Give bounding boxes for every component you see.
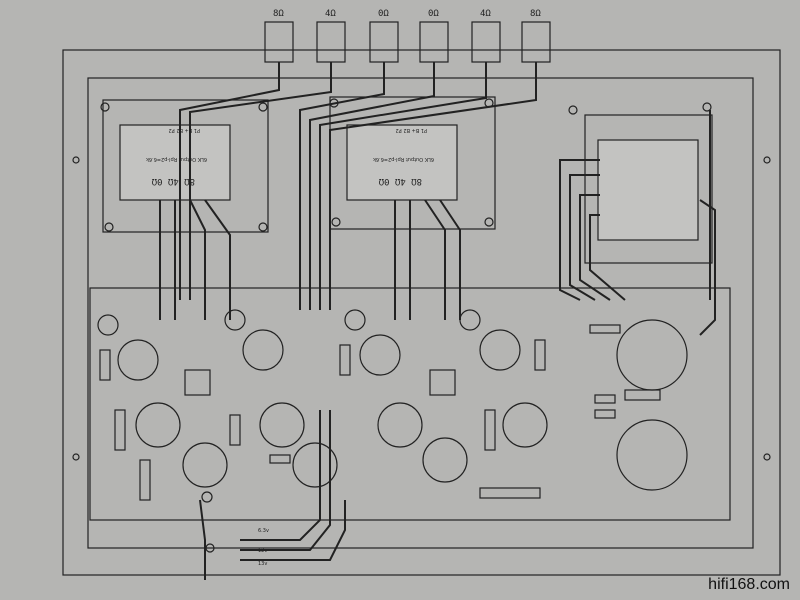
inner-plate <box>87 77 754 549</box>
jack-label: 8Ω <box>530 9 541 19</box>
transformer-pins: P1 B+ B2 P2 <box>169 127 200 133</box>
jack-labels: 8Ω 4Ω 0Ω 0Ω 4Ω 8Ω <box>273 9 541 19</box>
transformer-taps: 8Ω 4Ω 0Ω <box>151 176 195 186</box>
wires <box>159 62 716 580</box>
transformer-taps: 8Ω 4Ω 0Ω <box>378 176 422 186</box>
chassis-outline <box>62 49 781 576</box>
jack-label: 8Ω <box>273 9 284 19</box>
transformer-frame-left <box>102 99 269 233</box>
mounting-holes <box>72 98 771 553</box>
power-label: 13v <box>258 561 267 567</box>
jack-label: 0Ω <box>428 9 439 19</box>
transformer-right <box>346 124 458 201</box>
watermark: hifi168.com <box>708 576 790 593</box>
capacitors <box>97 309 688 491</box>
transformer-pins: P1 B+ B2 P2 <box>396 127 427 133</box>
resistors <box>99 324 661 501</box>
tube-sockets <box>117 329 521 488</box>
transformer-left <box>119 124 231 201</box>
jack-label: 4Ω <box>480 9 491 19</box>
jack-label: 4Ω <box>325 9 336 19</box>
transformer-name: 6LK Output Rpl-p2=6.6k <box>146 156 207 162</box>
power-label: 6.3v <box>258 528 269 534</box>
power-label: 12v <box>258 548 267 554</box>
power-transformer <box>597 139 699 241</box>
transformer-name: 6LK Output Rpl-p2=6.6k <box>373 156 434 162</box>
power-transformer-frame <box>584 114 713 264</box>
jack-label: 0Ω <box>378 9 389 19</box>
output-jacks <box>264 21 551 63</box>
